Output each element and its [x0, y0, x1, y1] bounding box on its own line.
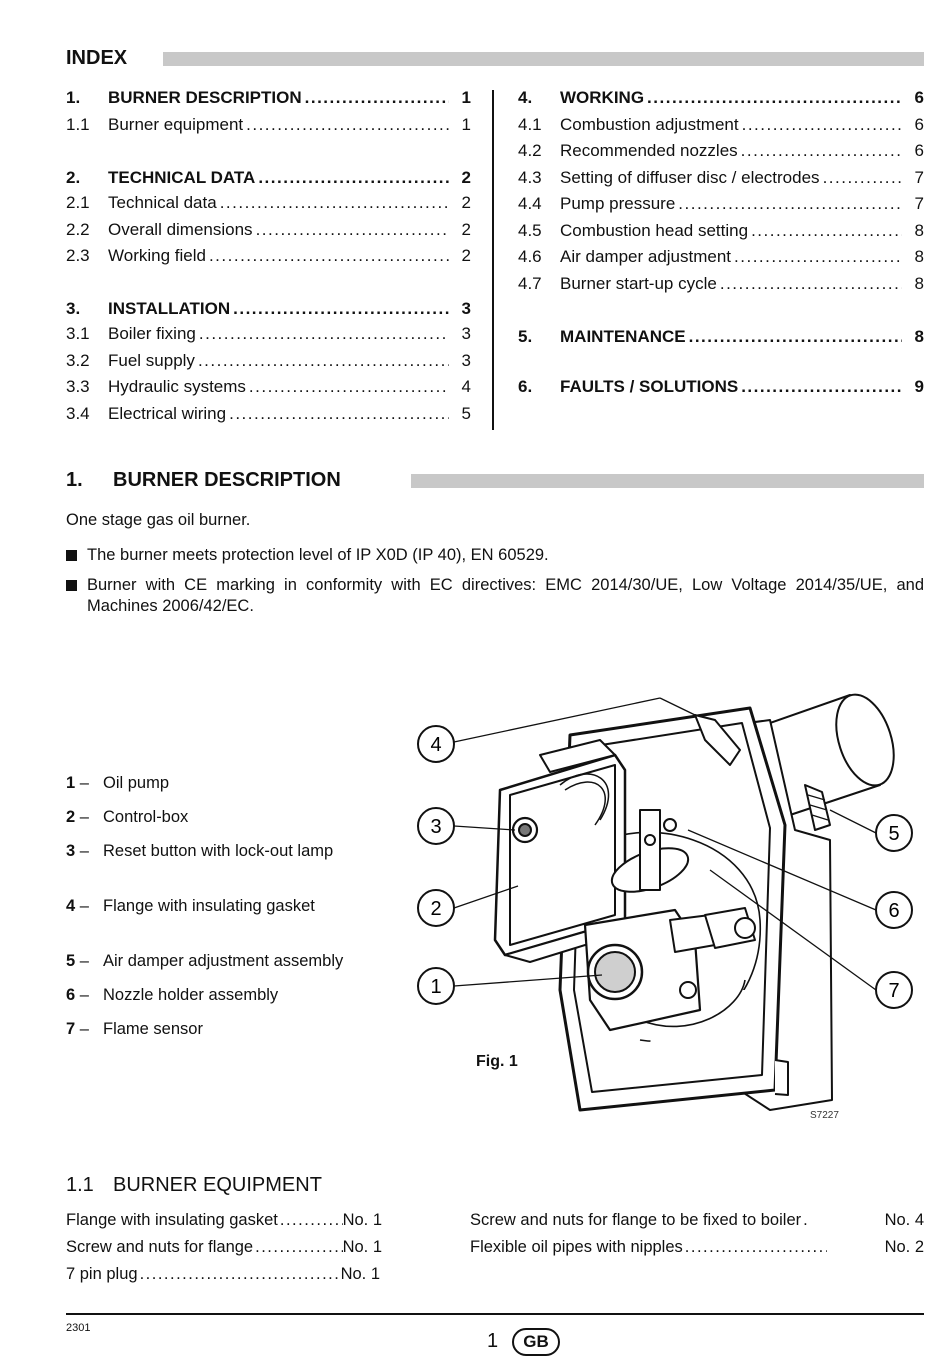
index-title-bar [163, 52, 924, 66]
toc-divider [492, 90, 494, 430]
svg-text:7: 7 [888, 980, 899, 1002]
legend-item: 5 –Air damper adjustment assembly [66, 952, 344, 970]
svg-text:1: 1 [430, 976, 441, 998]
equipment-item: Screw and nuts for flange...............… [66, 1238, 382, 1256]
legend-item: 1 –Oil pump [66, 774, 170, 792]
legend-item: 7 –Flame sensor [66, 1020, 203, 1038]
callout-5: 5 [875, 814, 913, 852]
figure-label: Fig. 1 [476, 1053, 518, 1070]
section-heading: 1.BURNER DESCRIPTION [66, 469, 341, 491]
toc-item[interactable]: 2.TECHNICAL DATA........................… [66, 168, 471, 187]
legend-item: 4 –Flange with insulating gasket [66, 897, 315, 915]
language-badge: GB [512, 1328, 560, 1356]
air-damper-screw-icon [804, 784, 831, 831]
footer-code: 2301 [66, 1322, 91, 1334]
svg-text:3: 3 [430, 816, 441, 838]
figure-code: S7227 [810, 1110, 839, 1121]
bullet-item: Burner with CE marking in conformity wit… [66, 575, 924, 617]
legend-item: 6 –Nozzle holder assembly [66, 986, 279, 1004]
toc-item[interactable]: 4.WORKING...............................… [518, 88, 924, 107]
equipment-item: Flexible oil pipes with nipples.........… [470, 1238, 924, 1256]
page-number: 1 [487, 1330, 499, 1352]
toc-item[interactable]: 1.BURNER DESCRIPTION....................… [66, 88, 471, 107]
burner-illustration: 4 3 2 1 5 6 7 [417, 693, 913, 1112]
nozzle-holder-icon [610, 809, 690, 893]
section-heading-bar [411, 474, 924, 488]
bullet-square-icon [66, 550, 77, 561]
intro-text: One stage gas oil burner. [66, 511, 251, 529]
callout-2: 2 [417, 889, 455, 927]
reset-button-icon [511, 816, 539, 844]
legend-item: 2 –Control-box [66, 808, 189, 826]
svg-text:4: 4 [430, 734, 441, 756]
equipment-item: 7 pin plug..............................… [66, 1265, 380, 1283]
svg-text:2: 2 [430, 898, 441, 920]
callout-3: 3 [417, 807, 455, 845]
legend-item: 3 –Reset button with lock-out lamp [66, 842, 334, 860]
bullet-square-icon [66, 580, 77, 591]
oil-pump-icon [583, 908, 716, 1032]
index-title: INDEX [66, 47, 128, 69]
svg-text:5: 5 [888, 823, 899, 845]
footer-divider [66, 1313, 924, 1315]
bullet-item: The burner meets protection level of IP … [66, 545, 924, 566]
toc-item[interactable]: 6.FAULTS / SOLUTIONS....................… [518, 377, 924, 396]
toc-item[interactable]: 5.MAINTENANCE...........................… [518, 327, 924, 346]
callout-6: 6 [875, 891, 913, 929]
equipment-item: Screw and nuts for flange to be fixed to… [470, 1211, 924, 1229]
equipment-item: Flange with insulating gasket...........… [66, 1211, 382, 1229]
toc-item[interactable]: 3.INSTALLATION..........................… [66, 299, 471, 318]
callout-7: 7 [875, 971, 913, 1009]
svg-text:6: 6 [888, 900, 899, 922]
callout-4: 4 [417, 725, 455, 763]
callout-1: 1 [417, 967, 455, 1005]
